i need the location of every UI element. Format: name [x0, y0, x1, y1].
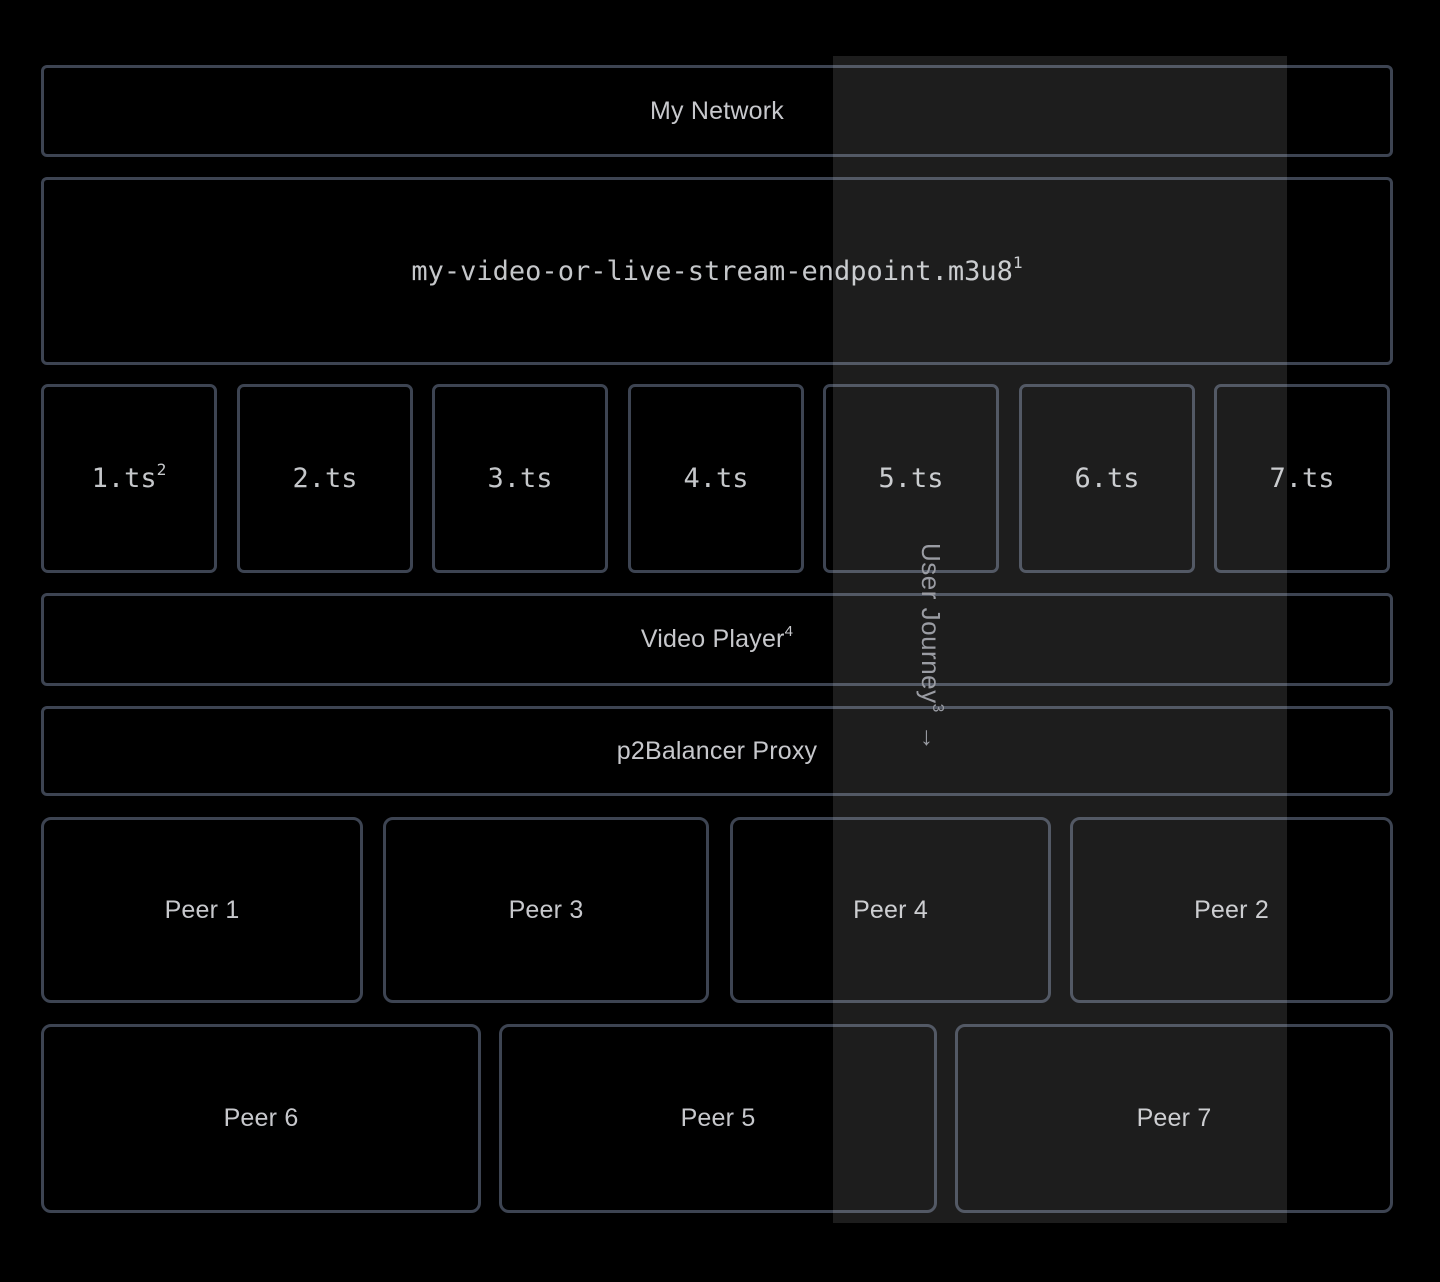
segment-2ts-label: 2.ts: [292, 463, 358, 494]
video-player-label: Video Player4: [640, 623, 794, 654]
peer-5-label: Peer 5: [680, 1104, 756, 1132]
peer-5-box: Peer 5: [499, 1024, 937, 1213]
peer-1-label: Peer 1: [164, 895, 240, 924]
peer-2-box: Peer 2: [1070, 817, 1393, 1003]
footnote-ref-4: 4: [784, 623, 794, 641]
segment-3ts-box: 3.ts: [432, 384, 608, 573]
segment-5ts-label: 5.ts: [878, 463, 944, 494]
stream-endpoint-text: my-video-or-live-stream-endpoint.m3u8: [411, 255, 1013, 287]
segment-4ts-label: 4.ts: [683, 463, 749, 494]
peer-4-label: Peer 4: [853, 895, 928, 924]
peer-7-label: Peer 7: [1136, 1104, 1212, 1132]
segment-2ts-box: 2.ts: [237, 384, 413, 573]
user-journey-text: User Journey: [916, 543, 946, 704]
peer-1-box: Peer 1: [41, 817, 363, 1003]
segment-4ts-box: 4.ts: [628, 384, 804, 573]
peer-3-box: Peer 3: [383, 817, 709, 1003]
user-journey-label: User Journey3 →: [915, 543, 946, 751]
segment-1ts-label: 1.ts2: [91, 460, 167, 494]
segment-6ts-label: 6.ts: [1074, 463, 1140, 494]
footnote-ref-1: 1: [1012, 252, 1023, 272]
peer-6-label: Peer 6: [223, 1104, 299, 1132]
segment-6ts-box: 6.ts: [1019, 384, 1195, 573]
my-network-box: My Network: [41, 65, 1393, 157]
p2balancer-proxy-label: p2Balancer Proxy: [616, 736, 818, 765]
video-player-text: Video Player: [640, 625, 785, 653]
peer-3-label: Peer 3: [508, 895, 584, 924]
segment-7ts-label: 7.ts: [1269, 463, 1335, 494]
stream-endpoint-label: my-video-or-live-stream-endpoint.m3u81: [411, 252, 1023, 287]
video-player-box: Video Player4: [41, 593, 1393, 686]
peer-4-box: Peer 4: [730, 817, 1051, 1003]
footnote-ref-2: 2: [156, 460, 167, 480]
peer-7-box: Peer 7: [955, 1024, 1393, 1213]
segment-1ts-box: 1.ts2: [41, 384, 217, 573]
stream-endpoint-box: my-video-or-live-stream-endpoint.m3u81: [41, 177, 1393, 365]
segment-5ts-box: 5.ts: [823, 384, 999, 573]
peer-2-label: Peer 2: [1194, 895, 1269, 924]
footnote-ref-3: 3: [929, 703, 947, 713]
my-network-label: My Network: [650, 96, 784, 125]
peer-6-box: Peer 6: [41, 1024, 481, 1213]
segment-3ts-label: 3.ts: [487, 463, 553, 494]
segment-7ts-box: 7.ts: [1214, 384, 1390, 573]
p2balancer-proxy-box: p2Balancer Proxy: [41, 706, 1393, 796]
down-arrow-icon: →: [916, 724, 946, 752]
segment-1ts-text: 1.ts: [91, 463, 157, 494]
